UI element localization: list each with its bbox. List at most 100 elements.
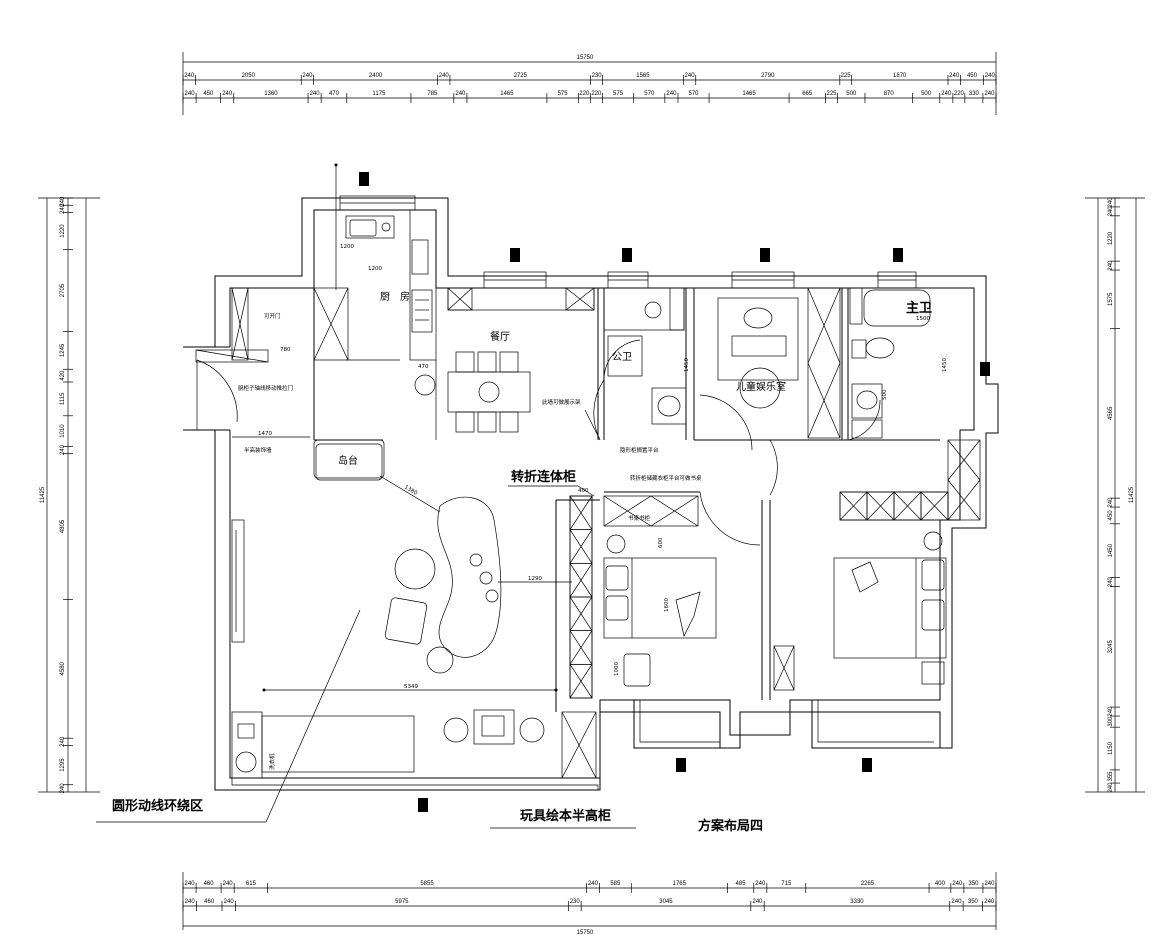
bottom-row2-label: 460 bbox=[204, 899, 215, 905]
top-row1-label: 240 bbox=[184, 73, 195, 79]
turn-cabinet-unit-hatch bbox=[569, 495, 593, 530]
top-row1-label: 2725 bbox=[514, 73, 528, 79]
bottom-row1-label: 240 bbox=[952, 881, 963, 887]
kitchen-counter bbox=[409, 209, 437, 361]
bottom-row2-label: 240 bbox=[984, 899, 995, 905]
right-side-label: 240 bbox=[1108, 197, 1114, 208]
bottom-row1-label: 5855 bbox=[420, 881, 434, 887]
turn-cabinet-unit-hatch bbox=[569, 630, 593, 665]
master-bedroom bbox=[773, 439, 981, 691]
outer-walls bbox=[183, 195, 999, 791]
bottom-row1-label: 615 bbox=[246, 881, 257, 887]
bottom-row2-label: 240 bbox=[185, 899, 196, 905]
bottom-row1-label: 460 bbox=[204, 881, 215, 887]
public-bath-label: 公卫 bbox=[612, 352, 632, 363]
master-bath: 主卫 1500 1450 500 bbox=[849, 287, 948, 439]
right-side-label: 240 bbox=[1108, 497, 1114, 508]
bathtub bbox=[863, 289, 931, 327]
master-dresser bbox=[773, 645, 795, 691]
right-side-label: 240 bbox=[1108, 260, 1114, 271]
washer-area bbox=[231, 711, 263, 779]
kids-room: 儿童娱乐室 bbox=[717, 287, 841, 439]
bottom-row2-label: 240 bbox=[951, 899, 962, 905]
right-side-label: 240 bbox=[1108, 206, 1114, 217]
top-row2-label: 500 bbox=[846, 91, 857, 97]
turn-cabinet-unit-hatch bbox=[569, 596, 593, 631]
dim-living2: 1380 bbox=[403, 485, 419, 497]
master-bed bbox=[833, 557, 947, 659]
top-row2-label: 240 bbox=[222, 91, 233, 97]
master-basin bbox=[851, 383, 883, 419]
top-row2-label: 220 bbox=[591, 91, 602, 97]
kids-chair-right bbox=[519, 717, 545, 743]
bottom-row1-label: 715 bbox=[781, 881, 792, 887]
round-rug bbox=[394, 548, 436, 590]
left-side-label: 1220 bbox=[60, 224, 66, 238]
bottom-row1-label: 585 bbox=[610, 881, 621, 887]
dim-k6: 470 bbox=[418, 364, 429, 370]
top-row2-label: 870 bbox=[884, 91, 895, 97]
lounge-chair bbox=[384, 597, 428, 645]
dim-pb: 1450 bbox=[684, 358, 690, 372]
dim-living1: 1470 bbox=[258, 431, 272, 437]
entry-storage: 可开门 厨柜子轴线移动推拉门 780 1470 半高装饰墙 bbox=[195, 287, 310, 454]
bottom-row1-label: 240 bbox=[984, 881, 995, 887]
side-table bbox=[426, 646, 454, 674]
top-row1-label: 240 bbox=[685, 73, 696, 79]
circular-zone-label: 圆形动线环绕区 bbox=[112, 798, 203, 814]
top-row2-label: 1465 bbox=[500, 91, 514, 97]
washer-icon bbox=[235, 751, 257, 773]
dining-label: 餐厅 bbox=[490, 330, 510, 343]
island bbox=[315, 443, 383, 481]
bottom-row2-label: 350 bbox=[968, 899, 979, 905]
annotations: 转折连体柜 圆形动线环绕区 玩具绘本半高柜 方案布局四 bbox=[96, 469, 763, 834]
top-row2-label: 1360 bbox=[264, 91, 278, 97]
turn-cabinet-unit bbox=[569, 663, 593, 699]
bottom-row2-label: 230 bbox=[570, 899, 581, 905]
dim-bed1: 600 bbox=[658, 537, 664, 548]
bottom-row1-label: 2265 bbox=[861, 881, 875, 887]
toy-icon bbox=[743, 307, 773, 329]
dim-k1: 1200 bbox=[340, 244, 354, 250]
bottom-row2-label: 240 bbox=[224, 899, 235, 905]
desk-cabinet-note: 书桌书柜 bbox=[628, 514, 651, 522]
top-row1-label: 240 bbox=[439, 73, 450, 79]
top-row2-label: 570 bbox=[689, 91, 700, 97]
kids-chair-left bbox=[443, 717, 469, 743]
top-row2-label: 225 bbox=[827, 91, 838, 97]
left-side-label: 1010 bbox=[60, 424, 66, 438]
top-row1-label: 1870 bbox=[893, 73, 907, 79]
kitchen: 厨 房 1200 1200 470 bbox=[313, 163, 437, 370]
left-side-label: 4580 bbox=[60, 661, 66, 675]
fridge-note: 厨柜子轴线移动推拉门 bbox=[238, 384, 293, 392]
shower-head-icon bbox=[644, 301, 662, 319]
top-row2-label: 240 bbox=[666, 91, 677, 97]
left-side-label: 1115 bbox=[60, 392, 66, 405]
basin bbox=[651, 387, 687, 425]
public-bath: 公卫 隐形柜搁置平台 1450 bbox=[603, 287, 690, 454]
left-side-label: 420 bbox=[60, 370, 66, 381]
top-row2-label: 240 bbox=[984, 91, 995, 97]
toy-cabinet-label: 玩具绘本半高柜 bbox=[520, 808, 611, 824]
dim-hall: 400 bbox=[578, 488, 589, 494]
bottom-row1-label: 485 bbox=[736, 881, 747, 887]
turn-cabinet-unit-hatch bbox=[569, 664, 593, 699]
study-chair bbox=[623, 653, 651, 687]
dim-mb2: 500 bbox=[882, 389, 888, 400]
stove-icon bbox=[411, 289, 433, 333]
master-wardrobe-corner bbox=[947, 439, 981, 521]
left-side-label: 240 bbox=[60, 196, 66, 207]
kids-storage-cabinet bbox=[807, 287, 841, 439]
dining-table bbox=[447, 371, 531, 413]
right-side-label: 3245 bbox=[1108, 640, 1114, 654]
plant-icon bbox=[414, 374, 436, 396]
toy-half-cabinet bbox=[261, 715, 415, 773]
dining-note: 此墙可做展示架 bbox=[542, 398, 581, 406]
dim-k2: 1200 bbox=[368, 266, 382, 272]
bottom-row1-label: 240 bbox=[755, 881, 766, 887]
top-row1-label: 450 bbox=[967, 73, 978, 79]
plan-title: 方案布局四 bbox=[698, 818, 763, 834]
bottom-row1-label: 240 bbox=[588, 881, 599, 887]
